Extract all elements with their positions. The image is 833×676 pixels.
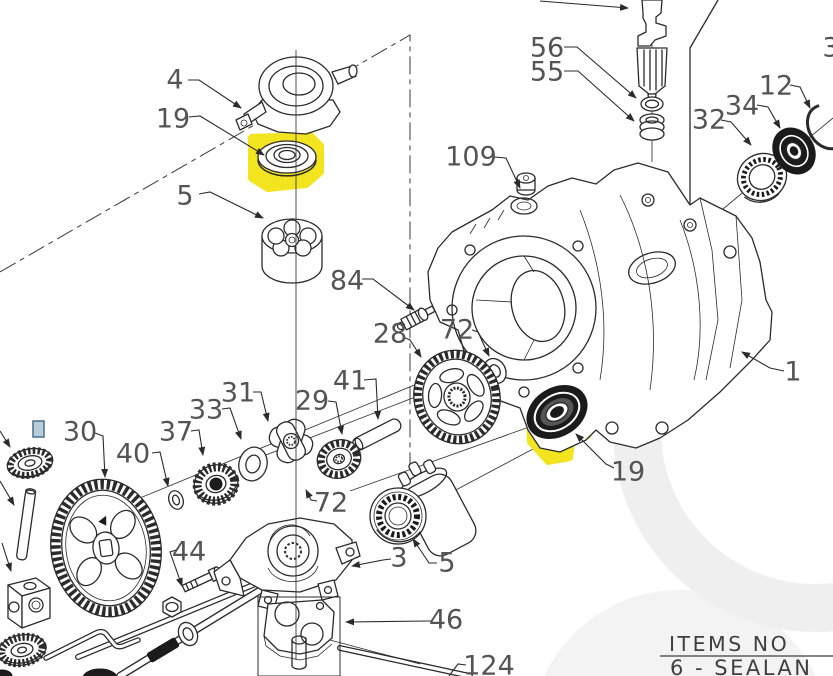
callout-label: 34 [725,91,759,122]
leader-line [305,489,318,502]
pin-41-part [352,418,402,451]
callout-label: 72 [440,315,474,346]
leader-line [190,429,206,456]
leader-line [564,46,637,99]
crown-gear-part [6,447,54,479]
callout-label: 33 [189,395,223,426]
callout-label: 55 [530,57,564,88]
leader-line [575,433,615,469]
gear-sliver-part [82,668,118,676]
upper-seal-part [257,140,317,177]
plug-109-part [516,172,536,196]
callout-label: 19 [156,104,190,135]
callout-label: 19 [611,457,645,488]
notes-row: 6 - SEALAN [670,656,813,676]
upper-cylinder-block-part [261,218,323,284]
washer-33-part [238,446,268,482]
lower-cylinder-block-part [397,459,477,557]
lower-axle-seal-part [526,385,588,439]
notes-block: ITEMS NO 6 - SEALAN [660,632,833,676]
callout-label: 40 [116,439,150,470]
callout-label: 37 [159,417,193,448]
block-31-part [268,418,314,464]
callout-label: 84 [330,266,364,297]
callout-label: 29 [295,386,329,417]
fitting-84-part [396,305,436,331]
leader-line [471,329,490,357]
callout-label: 32 [692,105,726,136]
small-shaft-part [16,488,37,561]
callout-label: 41 [333,366,367,397]
callout-label: 109 [445,142,497,173]
seal-34-part [772,127,816,175]
leader-line [412,538,437,564]
leader-line [362,278,415,311]
snap-ring-12-part [805,103,833,151]
callout-label: 12 [759,71,793,102]
notes-title: ITEMS NO [669,632,789,656]
callout-label: 5 [438,548,455,579]
gear-29-part [316,439,362,479]
leader-line [756,104,781,129]
leader-line [188,115,265,156]
leader-line [402,336,422,358]
filter-plate-46-part [257,596,341,676]
lower-bearing-5-part [369,487,427,545]
callout-label: 3 [390,543,407,574]
leader-line [448,663,467,676]
leader-line [363,378,382,420]
callout-label: 5 [176,181,193,212]
lower-pump-part [213,517,361,611]
spring-washer-55-part [639,113,665,141]
leader-line [564,70,635,122]
callout-label: 56 [530,33,564,64]
leader-line [539,0,629,11]
o-ring-40-part [168,490,184,510]
leader-line [151,451,170,487]
leader-line [221,407,242,440]
leader-line [198,191,264,219]
leader-line [741,351,785,372]
bevel-gear-bottom-part [0,632,47,668]
leader-line [0,480,15,506]
callout-label: 28 [373,319,407,350]
input-shaft-part [636,0,668,104]
leader-line [789,84,811,109]
leader-line [327,400,344,435]
leader-line [253,391,270,422]
bearing-32-part [736,152,788,203]
callout-label: 124 [463,651,515,676]
callout-label: 72 [314,488,348,519]
hex-nut-part [162,596,182,618]
washer-part [177,621,199,647]
bull-gear-30-part [50,478,162,618]
callout-label: 44 [172,537,206,568]
leader-line [169,549,183,587]
leader-line [1,542,12,572]
callout-label: 1 [784,357,801,388]
leader-line [345,618,432,626]
leader-line [720,119,752,146]
leader-line [493,156,521,189]
callout-label: 3 [822,33,833,64]
selection-cursor-rect[interactable] [32,420,45,438]
charge-pump-part [235,56,358,135]
leader-line [188,79,242,109]
gear-28-part [413,349,501,445]
leader-line [351,558,392,568]
brake-rod-part [43,628,141,661]
bevel-gear-37-part [192,462,240,506]
leader-line [0,430,11,448]
leader-line [94,432,109,478]
o-ring-56-part [640,96,664,112]
callout-label: 46 [429,605,463,636]
callout-label: 4 [166,65,183,96]
gear-sliver-left-part [0,669,13,676]
callout-label: 30 [63,417,97,448]
callout-label: 31 [221,378,255,409]
diff-block-part [7,577,51,629]
